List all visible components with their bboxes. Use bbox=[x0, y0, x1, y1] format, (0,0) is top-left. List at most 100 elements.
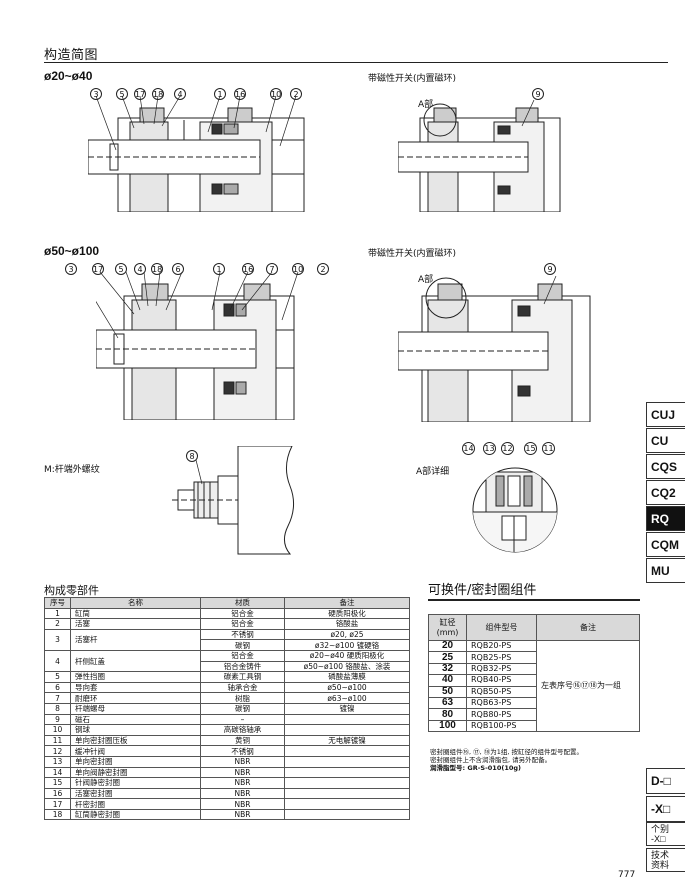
parts-cell: 黄铜 bbox=[200, 734, 285, 747]
parts-cell: ø50~ø100 铬酸盐、涂装 bbox=[284, 660, 410, 673]
parts-cell: 16 bbox=[44, 787, 71, 800]
parts-cell: 高碳铬轴承 bbox=[200, 724, 285, 736]
col-kit: 组件型号 bbox=[466, 614, 537, 641]
parts-cell: NBR bbox=[200, 798, 285, 810]
callout: 13 bbox=[483, 442, 496, 455]
parts-cell: 17 bbox=[44, 798, 71, 810]
parts-cell: NBR bbox=[200, 777, 285, 789]
callout: 16 bbox=[234, 88, 246, 100]
title-rule bbox=[44, 62, 668, 63]
parts-cell: 1 bbox=[44, 607, 71, 620]
parts-cell: 杆侧缸盖 bbox=[70, 649, 201, 673]
parts-cell: 针阀静密封圈 bbox=[70, 777, 201, 789]
seal-kit-cell: RQB80-PS bbox=[466, 708, 537, 721]
parts-cell: 铬酸盐 bbox=[284, 618, 410, 630]
callout: 17 bbox=[92, 263, 104, 275]
parts-cell: 6 bbox=[44, 681, 71, 694]
parts-cell: 杆端螺母 bbox=[70, 702, 201, 715]
seal-kit-cell: RQB100-PS bbox=[466, 719, 537, 733]
callout: 5 bbox=[115, 263, 127, 275]
callout: 2 bbox=[317, 263, 329, 275]
parts-title: 构成零部件 bbox=[44, 584, 99, 597]
parts-cell: 镀镍 bbox=[284, 702, 410, 715]
parts-cell: 钢球 bbox=[70, 724, 201, 736]
side-tab-bottom-2[interactable]: 个别 -X□ bbox=[646, 822, 685, 846]
parts-cell: 活塞密封圈 bbox=[70, 787, 201, 800]
parts-cell: – bbox=[200, 713, 285, 726]
large-bore-switch-title: 带磁性开关(内置磁环) bbox=[368, 249, 457, 259]
side-tab-cqm[interactable]: CQM bbox=[646, 532, 685, 557]
parts-cell bbox=[284, 724, 410, 736]
parts-cell: NBR bbox=[200, 787, 285, 800]
parts-cell: 11 bbox=[44, 734, 71, 747]
parts-cell: 单向密封圈 bbox=[70, 755, 201, 768]
parts-cell bbox=[284, 777, 410, 789]
side-tab-cu[interactable]: CU bbox=[646, 428, 685, 453]
col-bore: 缸径 (mm) bbox=[428, 614, 467, 641]
side-tab-bottom-0[interactable]: D-□ bbox=[646, 768, 685, 794]
side-tab-bottom-3[interactable]: 技术 资料 bbox=[646, 848, 685, 872]
callout: 7 bbox=[266, 263, 278, 275]
seal-header-row: 缸径 (mm) 组件型号 备注 bbox=[428, 614, 640, 641]
side-tab-cqs[interactable]: CQS bbox=[646, 454, 685, 479]
parts-cell bbox=[284, 787, 410, 800]
parts-cell: 单向密封圈压板 bbox=[70, 734, 201, 747]
side-tab-cq2[interactable]: CQ2 bbox=[646, 480, 685, 505]
parts-cell: 杆密封圈 bbox=[70, 798, 201, 810]
parts-cell: 7 bbox=[44, 692, 71, 704]
parts-cell: 磷酸盐薄膜 bbox=[284, 671, 410, 683]
side-tab-rq[interactable]: RQ bbox=[646, 506, 685, 531]
seal-kit-rule bbox=[428, 599, 640, 601]
callout: 9 bbox=[532, 88, 544, 100]
parts-cell: 12 bbox=[44, 745, 71, 757]
parts-cell: 缓冲针阀 bbox=[70, 745, 201, 757]
page-title: 构造简图 bbox=[44, 48, 99, 63]
seal-bore-cell: 50 bbox=[428, 685, 467, 698]
seal-bore-cell: 100 bbox=[428, 719, 467, 733]
seal-kit-cell: RQB40-PS bbox=[466, 674, 537, 687]
parts-header-row: 序号 名称 材质 备注 bbox=[44, 597, 410, 609]
parts-cell: 不锈钢 bbox=[200, 745, 285, 757]
side-tab-mu[interactable]: MU bbox=[646, 558, 685, 583]
parts-cell: 单向阀静密封圈 bbox=[70, 766, 201, 779]
rod-thread-drawing bbox=[172, 446, 294, 555]
seal-bore-cell: 80 bbox=[428, 708, 467, 721]
seal-kit-cell: RQB50-PS bbox=[466, 685, 537, 698]
callout: 11 bbox=[542, 442, 555, 455]
seal-kit-cell: RQB32-PS bbox=[466, 662, 537, 676]
seal-remark-cell: 左表序号⑯⑰⑱为一组 bbox=[536, 639, 640, 733]
large-bore-section-drawing bbox=[96, 271, 299, 420]
seal-bore-cell: 32 bbox=[428, 662, 467, 676]
side-tab-bottom-1[interactable]: -X□ bbox=[646, 796, 685, 822]
seal-kit-cell: RQB63-PS bbox=[466, 696, 537, 710]
seal-bore-cell: 25 bbox=[428, 651, 467, 664]
parts-cell: 缸筒 bbox=[70, 607, 201, 620]
parts-cell: 磁石 bbox=[70, 713, 201, 726]
parts-cell: ø63~ø100 bbox=[284, 692, 410, 704]
seal-note: 密封圈组件⑯, ⑰, ⑱为1组, 按缸径的组件型号配置。 bbox=[430, 748, 584, 756]
a-label-large: A部 bbox=[418, 275, 434, 285]
side-tab-cuj[interactable]: CUJ bbox=[646, 402, 685, 427]
callout: 15 bbox=[524, 442, 537, 455]
parts-cell: 无电解镀镍 bbox=[284, 734, 410, 747]
parts-cell: 导向套 bbox=[70, 681, 201, 694]
seal-note: 润滑脂型号: GR-S-010(10g) bbox=[430, 764, 521, 772]
callout: 10 bbox=[292, 263, 304, 275]
parts-cell: 13 bbox=[44, 755, 71, 768]
parts-cell: 2 bbox=[44, 618, 71, 630]
callout: 4 bbox=[174, 88, 186, 100]
callout: 3 bbox=[65, 263, 77, 275]
detail-a-drawing bbox=[472, 467, 558, 553]
